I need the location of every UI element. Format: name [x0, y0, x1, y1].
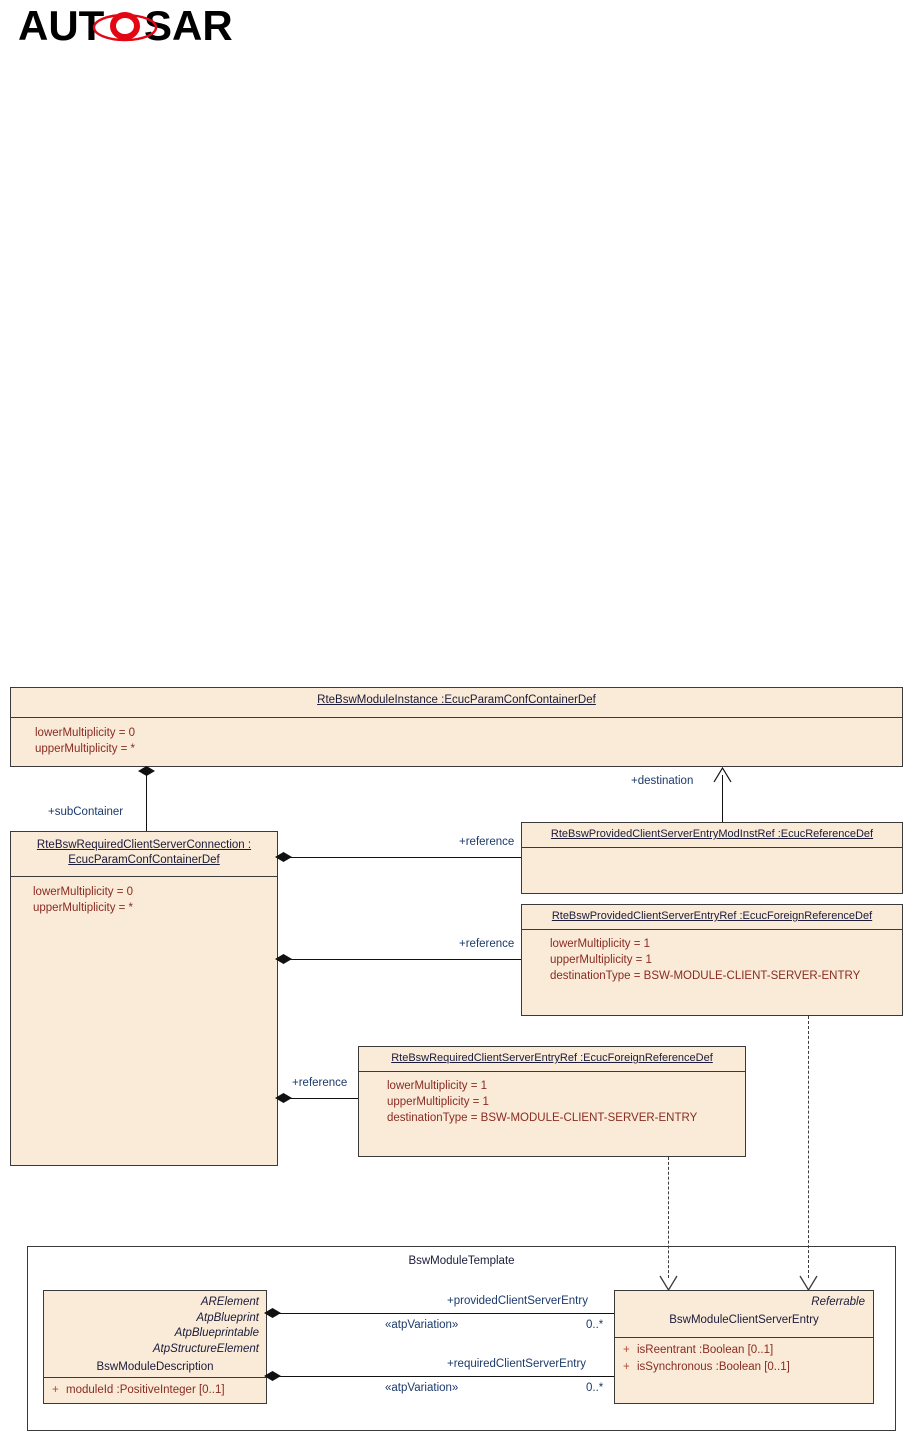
label-required-multiplicity: 0..* — [586, 1382, 604, 1394]
autosar-logo: AUT SAR — [18, 2, 338, 52]
class-attributes: + moduleId :PositiveInteger [0..1] — [44, 1377, 266, 1403]
class-box-rte-bsw-provided-cs-entry-mod-inst-ref[interactable]: RteBswProvidedClientServerEntryModInstRe… — [521, 822, 903, 894]
class-title-text: RteBswProvidedClientServerEntryModInstRe… — [550, 828, 874, 840]
visibility-marker: + — [623, 1360, 630, 1373]
composition-diamond-reference-3 — [275, 1093, 292, 1103]
class-title-text: RteBswRequiredClientServerEntryRef :Ecuc… — [391, 1052, 713, 1064]
class-box-rte-bsw-provided-cs-entry-ref[interactable]: RteBswProvidedClientServerEntryRef :Ecuc… — [521, 904, 903, 1016]
class-title: RteBswRequiredClientServerConnection : E… — [11, 832, 277, 877]
association-line-required — [275, 1376, 614, 1377]
label-required-role: +requiredClientServerEntry — [447, 1358, 587, 1370]
attribute-lower-multiplicity: lowerMultiplicity = 1 — [550, 938, 651, 950]
class-box-rte-bsw-module-instance[interactable]: RteBswModuleInstance :EcucParamConfConta… — [10, 687, 903, 767]
attribute-upper-multiplicity: upperMultiplicity = 1 — [550, 954, 652, 966]
reference-line-1 — [286, 857, 521, 858]
class-title-text: RteBswProvidedClientServerEntryRef :Ecuc… — [551, 910, 873, 922]
class-box-rte-bsw-required-cs-entry-ref[interactable]: RteBswRequiredClientServerEntryRef :Ecuc… — [358, 1046, 746, 1157]
attribute-destination-type: destinationType = BSW-MODULE-CLIENT-SERV… — [387, 1112, 698, 1124]
composition-diamond-subcontainer — [138, 766, 155, 776]
class-name: BswModuleClientServerEntry — [669, 1313, 819, 1326]
stereotype-referrable: Referrable — [811, 1296, 865, 1308]
association-line-provided — [275, 1313, 614, 1314]
class-attributes: lowerMultiplicity = 1 upperMultiplicity … — [359, 1072, 745, 1132]
class-header: ARElement AtpBlueprint AtpBlueprintable … — [44, 1291, 266, 1380]
label-subcontainer: +subContainer — [48, 806, 124, 818]
class-attributes: lowerMultiplicity = 1 upperMultiplicity … — [522, 930, 902, 990]
stereotype-atpblueprintable: AtpBlueprintable — [174, 1327, 259, 1339]
composition-diamond-reference-1 — [275, 852, 292, 862]
attribute-upper-multiplicity: upperMultiplicity = * — [35, 743, 136, 755]
class-title-text: RteBswModuleInstance :EcucParamConfConta… — [317, 694, 596, 706]
class-name: BswModuleDescription — [96, 1361, 214, 1373]
class-box-bsw-module-client-server-entry[interactable]: Referrable BswModuleClientServerEntry + i… — [614, 1290, 874, 1404]
package-bsw-module-template — [27, 1246, 896, 1431]
label-reference-3: +reference — [292, 1077, 348, 1089]
class-title-line1: RteBswRequiredClientServerConnection : — [36, 839, 252, 851]
visibility-marker: + — [623, 1343, 630, 1356]
dependency-line-required — [668, 1157, 669, 1278]
attribute-row: + isReentrant :Boolean [0..1] — [623, 1342, 867, 1359]
label-provided-multiplicity: 0..* — [586, 1319, 604, 1331]
attribute-upper-multiplicity: upperMultiplicity = * — [33, 902, 134, 914]
composition-line-subcontainer — [146, 767, 147, 832]
composition-diamond-required — [264, 1371, 281, 1381]
label-destination: +destination — [631, 775, 694, 787]
reference-line-2 — [286, 959, 521, 960]
attribute-destination-type: destinationType = BSW-MODULE-CLIENT-SERV… — [550, 970, 861, 982]
class-attributes: lowerMultiplicity = 0 upperMultiplicity … — [11, 877, 277, 922]
composition-diamond-reference-2 — [275, 954, 292, 964]
label-provided-stereotype: «atpVariation» — [385, 1319, 459, 1331]
class-box-rte-bsw-required-client-server-connection[interactable]: RteBswRequiredClientServerConnection : E… — [10, 831, 278, 1166]
label-required-stereotype: «atpVariation» — [385, 1382, 459, 1394]
attribute-row: + moduleId :PositiveInteger [0..1] — [52, 1382, 260, 1399]
class-title: RteBswModuleInstance :EcucParamConfConta… — [11, 688, 902, 718]
association-arrowhead-destination — [711, 766, 735, 788]
reference-line-3 — [286, 1098, 358, 1099]
visibility-marker: + — [52, 1384, 59, 1396]
package-title: BswModuleTemplate — [408, 1255, 515, 1267]
class-attributes: lowerMultiplicity = 0 upperMultiplicity … — [11, 718, 902, 763]
svg-text:AUT: AUT — [18, 2, 105, 49]
class-attributes — [522, 848, 902, 861]
class-title: RteBswProvidedClientServerEntryRef :Ecuc… — [522, 905, 902, 930]
label-provided-role: +providedClientServerEntry — [447, 1295, 588, 1307]
class-title-line2: EcucParamConfContainerDef — [68, 854, 220, 866]
stereotype-arelement: ARElement — [200, 1296, 259, 1308]
label-reference-2: +reference — [459, 938, 515, 950]
attribute-upper-multiplicity: upperMultiplicity = 1 — [387, 1096, 489, 1108]
class-header: Referrable BswModuleClientServerEntry — [615, 1291, 873, 1333]
class-title: RteBswRequiredClientServerEntryRef :Ecuc… — [359, 1047, 745, 1072]
composition-diamond-provided — [264, 1308, 281, 1318]
attribute-text: isReentrant :Boolean [0..1] — [637, 1343, 774, 1356]
dependency-line-provided — [808, 1016, 809, 1278]
attribute-text: moduleId :PositiveInteger [0..1] — [66, 1384, 225, 1396]
stereotype-atpstructureelement: AtpStructureElement — [152, 1342, 259, 1355]
label-reference-1: +reference — [459, 836, 515, 848]
stereotype-atpblueprint: AtpBlueprint — [196, 1311, 259, 1324]
class-attributes: + isReentrant :Boolean [0..1] + isSynchron… — [615, 1336, 873, 1380]
attribute-lower-multiplicity: lowerMultiplicity = 0 — [33, 886, 134, 898]
attribute-lower-multiplicity: lowerMultiplicity = 0 — [35, 727, 136, 739]
class-box-bsw-module-description[interactable]: ARElement AtpBlueprint AtpBlueprintable … — [43, 1290, 267, 1404]
attribute-row: + isSynchronous :Boolean [0..1] — [623, 1359, 867, 1376]
class-title: RteBswProvidedClientServerEntryModInstRe… — [522, 823, 902, 848]
attribute-lower-multiplicity: lowerMultiplicity = 1 — [387, 1080, 488, 1092]
attribute-text: isSynchronous :Boolean [0..1] — [637, 1360, 790, 1373]
svg-text:SAR: SAR — [144, 2, 233, 49]
association-line-destination — [722, 775, 723, 824]
